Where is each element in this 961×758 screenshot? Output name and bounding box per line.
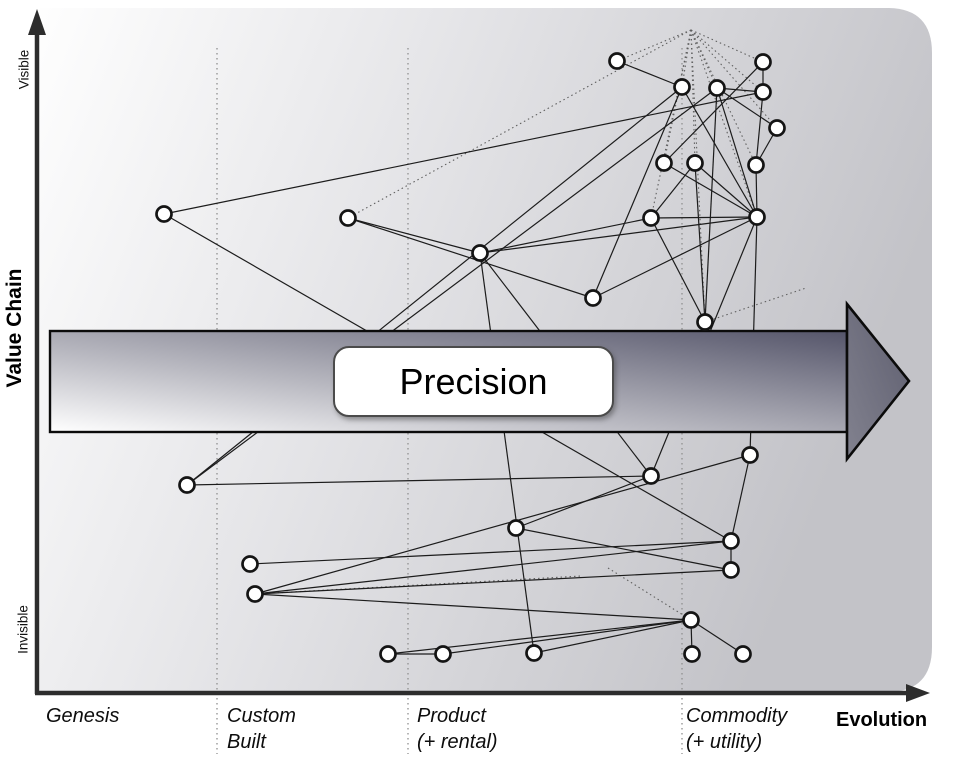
- stage-label-product: Product (+ rental): [417, 703, 498, 755]
- x-axis-arrowhead-icon: [906, 684, 930, 702]
- edge: [663, 162, 758, 218]
- stage-label-line: Genesis: [46, 705, 120, 727]
- stage-label-line: Commodity: [686, 705, 788, 727]
- map-node-AB[interactable]: [682, 611, 700, 629]
- stage-label-line: (+ utility): [686, 731, 763, 753]
- stage-label-line: Built: [227, 731, 266, 753]
- edge: [716, 87, 778, 129]
- map-node-Z[interactable]: [379, 645, 397, 663]
- map-node-C[interactable]: [673, 78, 691, 96]
- map-node-A[interactable]: [608, 52, 626, 70]
- dotted-link: [690, 29, 718, 89]
- map-node-X[interactable]: [507, 519, 525, 537]
- map-title: Precision: [399, 360, 548, 402]
- edge: [515, 527, 732, 571]
- stage-label-line: Product: [417, 705, 486, 727]
- map-node-W[interactable]: [722, 561, 740, 579]
- stage-label-line: Custom: [227, 705, 296, 727]
- stage-label-line: (+ rental): [417, 731, 498, 753]
- edge: [254, 540, 732, 595]
- map-node-F[interactable]: [768, 119, 786, 137]
- map-node-AD[interactable]: [734, 645, 752, 663]
- edge: [163, 91, 764, 215]
- stage-label-commodity: Commodity (+ utility): [686, 703, 787, 755]
- edge: [690, 619, 744, 655]
- edge: [254, 593, 692, 621]
- edge: [479, 217, 652, 254]
- edge: [186, 475, 652, 486]
- edge: [650, 162, 696, 219]
- edge: [650, 216, 758, 219]
- edges: [163, 60, 778, 655]
- map-node-Y[interactable]: [525, 644, 543, 662]
- map-node-O[interactable]: [584, 289, 602, 307]
- edge: [347, 217, 594, 299]
- edge: [254, 569, 732, 595]
- stage-label-custom-built: Custom Built: [227, 703, 296, 755]
- edge: [347, 217, 481, 254]
- map-node-N[interactable]: [471, 244, 489, 262]
- y-axis-bottom-label: Invisible: [15, 605, 31, 654]
- map-node-G[interactable]: [655, 154, 673, 172]
- y-axis-arrowhead-icon: [28, 9, 46, 35]
- map-node-E[interactable]: [754, 83, 772, 101]
- edge: [442, 619, 692, 655]
- dotted-link: [607, 567, 692, 621]
- edge: [694, 162, 706, 323]
- map-node-AA[interactable]: [434, 645, 452, 663]
- edge: [755, 91, 764, 166]
- map-node-V[interactable]: [722, 532, 740, 550]
- edge: [254, 454, 751, 595]
- edge: [592, 216, 758, 299]
- edge: [479, 252, 535, 654]
- map-node-U[interactable]: [741, 446, 759, 464]
- edge: [730, 454, 751, 542]
- edge: [650, 217, 706, 323]
- map-node-AC[interactable]: [683, 645, 701, 663]
- dotted-link: [650, 29, 692, 219]
- dotted-link: [690, 29, 778, 129]
- dotted-link: [690, 29, 758, 218]
- map-node-T[interactable]: [642, 467, 660, 485]
- map-node-I[interactable]: [747, 156, 765, 174]
- edge: [479, 216, 758, 254]
- y-axis-top-label: Visible: [16, 49, 32, 90]
- edge: [533, 619, 692, 654]
- map-node-S[interactable]: [246, 585, 264, 603]
- map-node-Q[interactable]: [178, 476, 196, 494]
- map-node-K[interactable]: [748, 208, 766, 226]
- stage-label-genesis: Genesis: [46, 703, 119, 729]
- edge: [616, 60, 683, 88]
- map-nodes: [155, 52, 786, 663]
- evolution-arrow-head: [845, 300, 911, 463]
- edge: [663, 61, 764, 164]
- edge: [681, 86, 758, 218]
- map-node-L[interactable]: [155, 205, 173, 223]
- map-node-M[interactable]: [339, 209, 357, 227]
- edge: [694, 162, 758, 218]
- edge: [716, 87, 758, 218]
- edge: [704, 87, 718, 323]
- edge: [592, 86, 683, 299]
- y-axis-title: Value Chain: [3, 268, 26, 388]
- edge: [249, 540, 732, 565]
- axes: [28, 9, 930, 702]
- edge: [515, 475, 652, 529]
- map-node-D[interactable]: [708, 79, 726, 97]
- map-node-P[interactable]: [696, 313, 714, 331]
- map-node-H[interactable]: [686, 154, 704, 172]
- dotted-link: [690, 29, 706, 323]
- map-node-B[interactable]: [754, 53, 772, 71]
- map-node-J[interactable]: [642, 209, 660, 227]
- title-box: Precision: [333, 346, 614, 417]
- x-axis-title: Evolution: [836, 709, 928, 731]
- map-node-R[interactable]: [241, 555, 259, 573]
